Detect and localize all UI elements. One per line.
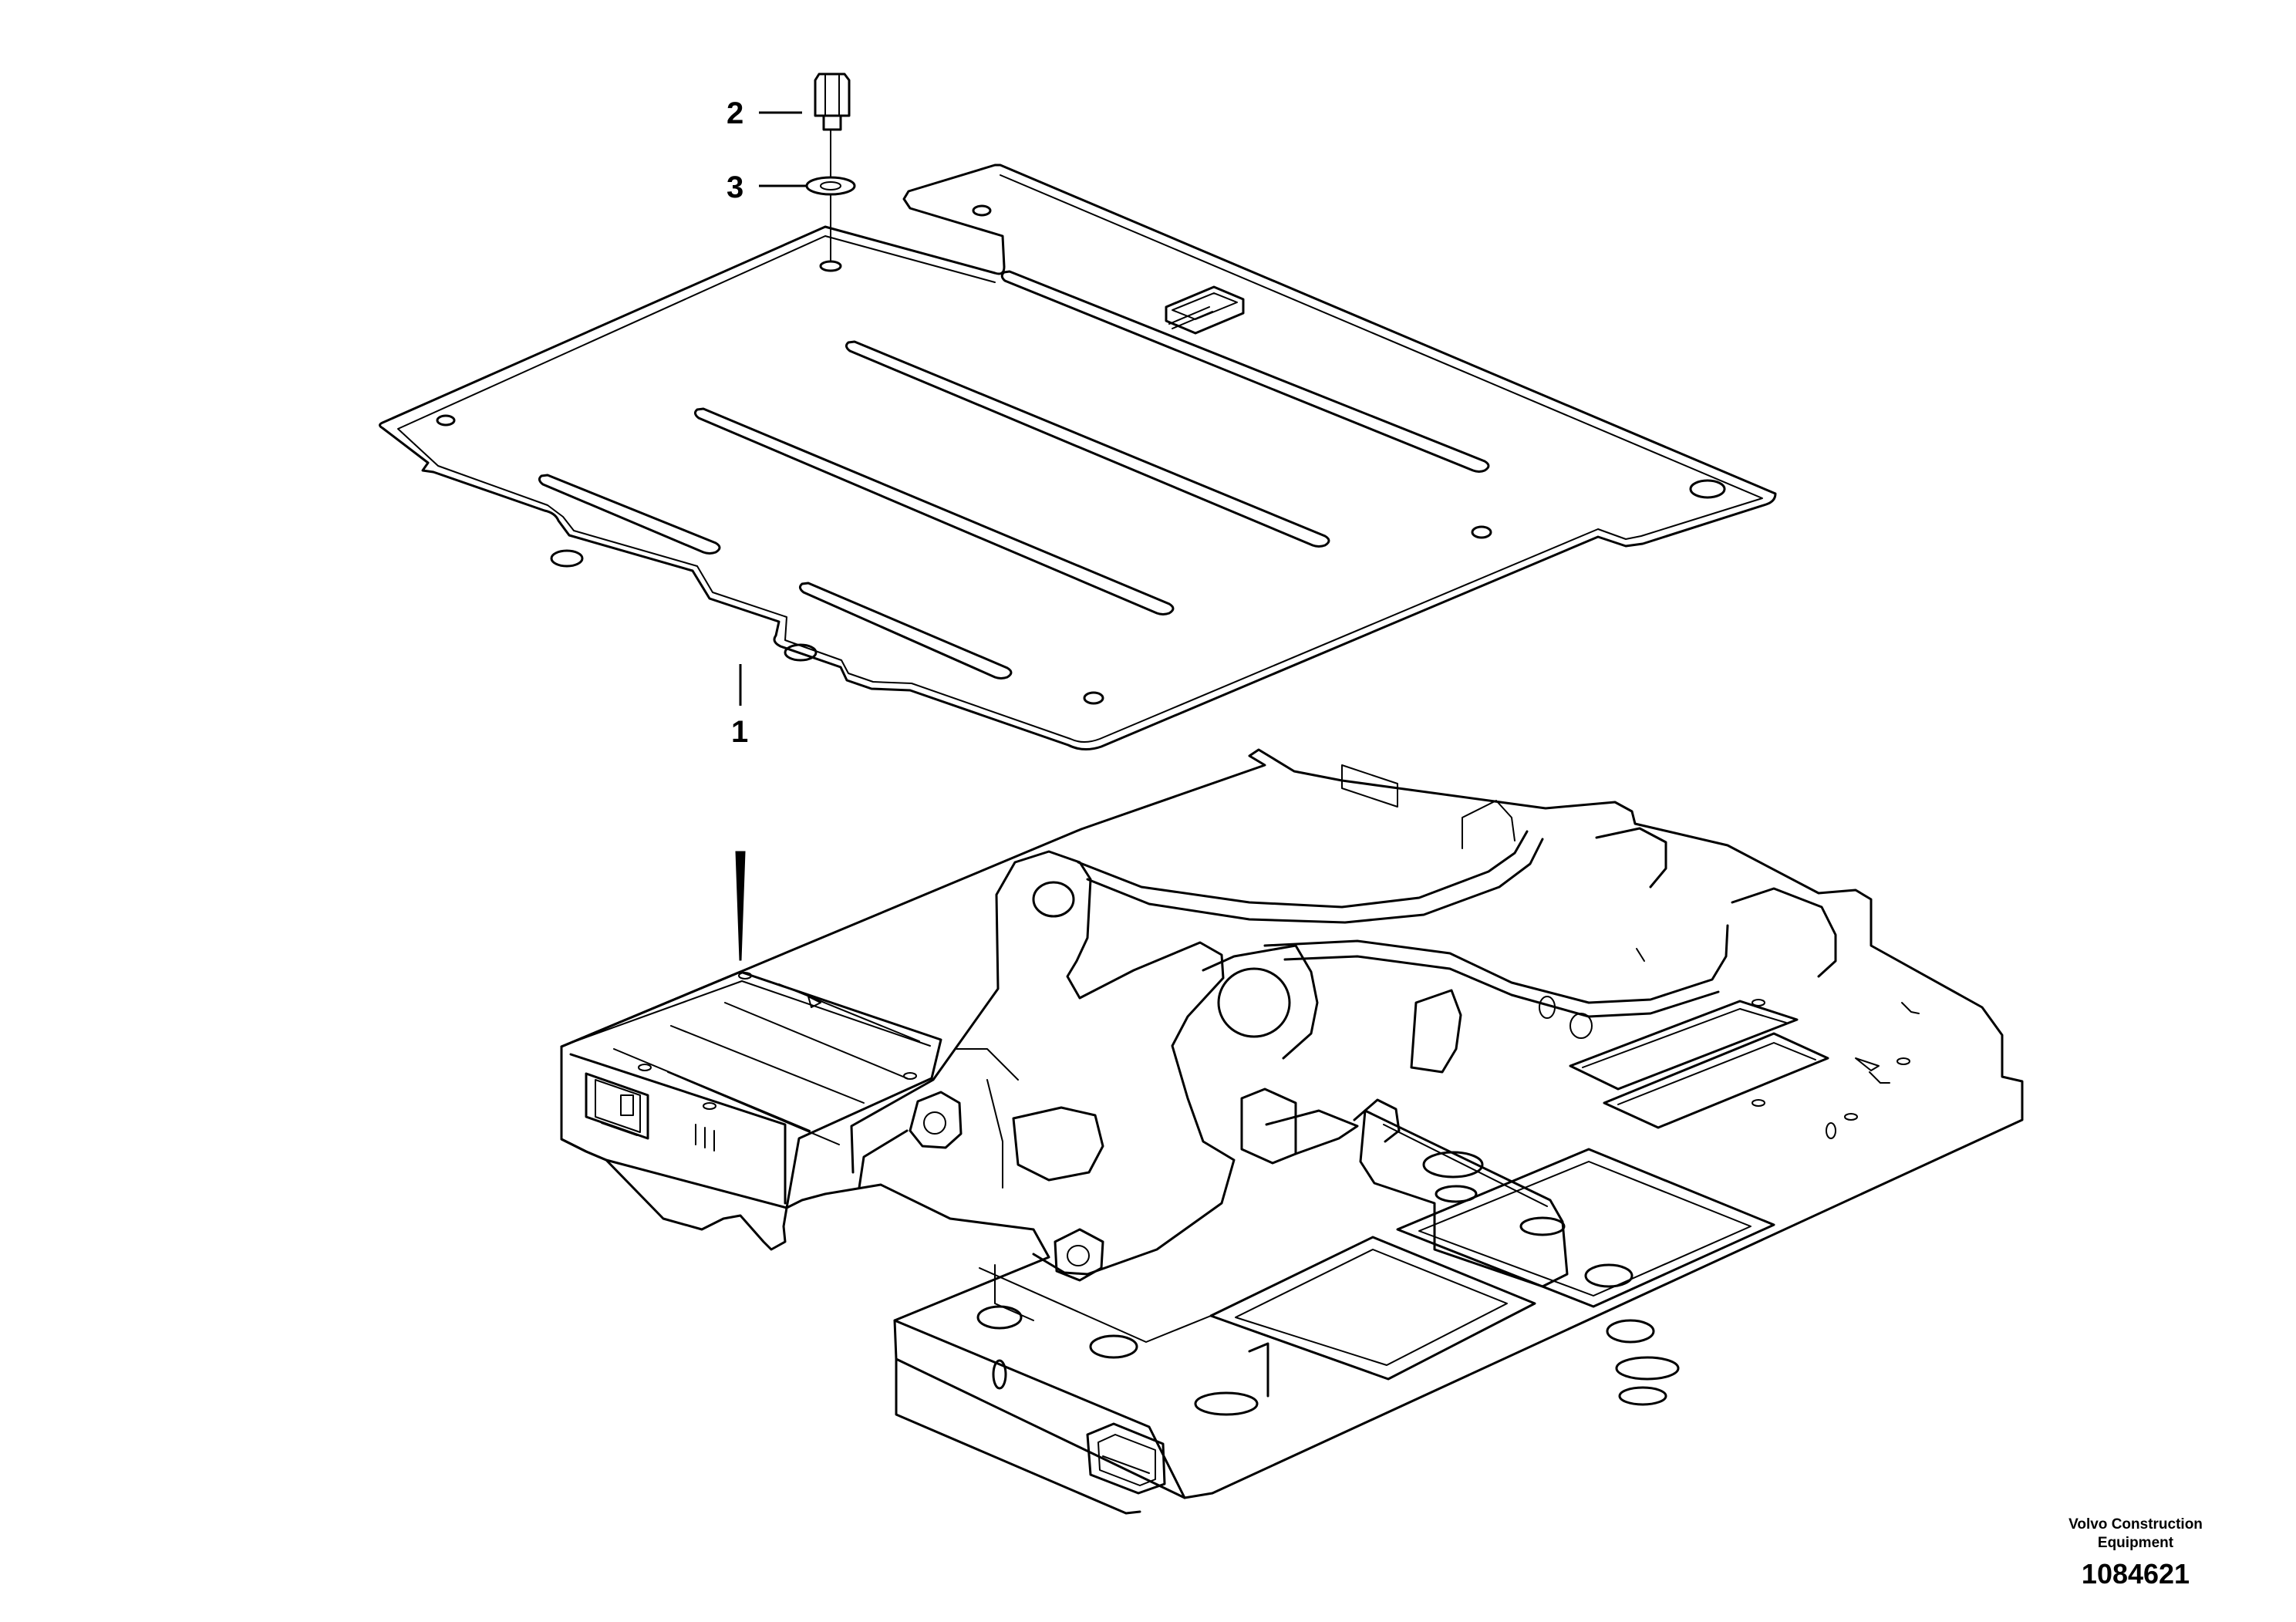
brand-line-2: Equipment [2097, 1535, 2174, 1551]
callout-3-label: 3 [727, 170, 743, 204]
floor-plate-part [379, 164, 1777, 750]
callout-2-label: 2 [727, 96, 743, 130]
screw-part [814, 73, 851, 131]
brand-line-1: Volvo Construction [2068, 1516, 2203, 1533]
callout-1-label: 1 [731, 715, 748, 749]
callout-1[interactable]: 1 [731, 664, 748, 749]
drawing-footer: Volvo Construction Equipment 1084621 [2012, 1516, 2259, 1593]
callout-2[interactable]: 2 [727, 96, 802, 130]
upper-frame-assembly [560, 748, 2024, 1515]
installation-direction-arrow [735, 851, 746, 961]
drawing-number: 1084621 [2081, 1558, 2190, 1590]
plate-handle-recess [1165, 285, 1245, 335]
callout-3[interactable]: 3 [727, 170, 806, 204]
washer-part [805, 176, 856, 196]
